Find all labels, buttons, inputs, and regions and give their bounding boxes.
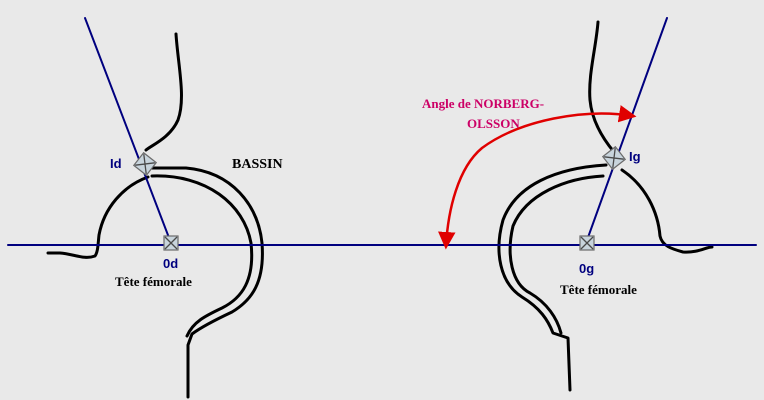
label-angle-line2: OLSSON xyxy=(467,116,520,131)
left-pelvis-upper-contour xyxy=(144,32,183,152)
label-right-femoral-head: Tête fémorale xyxy=(560,282,637,297)
marker-right-center-icon xyxy=(579,235,595,251)
angle-arc xyxy=(438,105,637,250)
label-id: Id xyxy=(110,156,122,171)
marker-left-edge-icon xyxy=(132,151,158,177)
label-0g: 0g xyxy=(579,261,594,276)
left-acetabulum-inner xyxy=(150,174,254,338)
label-bassin: BASSIN xyxy=(232,157,283,172)
left-acetabulum-outer xyxy=(150,166,264,399)
label-ig: Ig xyxy=(629,149,641,164)
label-0d: 0d xyxy=(163,256,178,271)
marker-left-center-icon xyxy=(163,235,179,251)
marker-right-edge-icon xyxy=(601,145,627,171)
left-norberg-line xyxy=(84,17,172,244)
label-angle-line1: Angle de NORBERG- xyxy=(422,96,544,111)
label-left-femoral-head: Tête fémorale xyxy=(115,274,192,289)
